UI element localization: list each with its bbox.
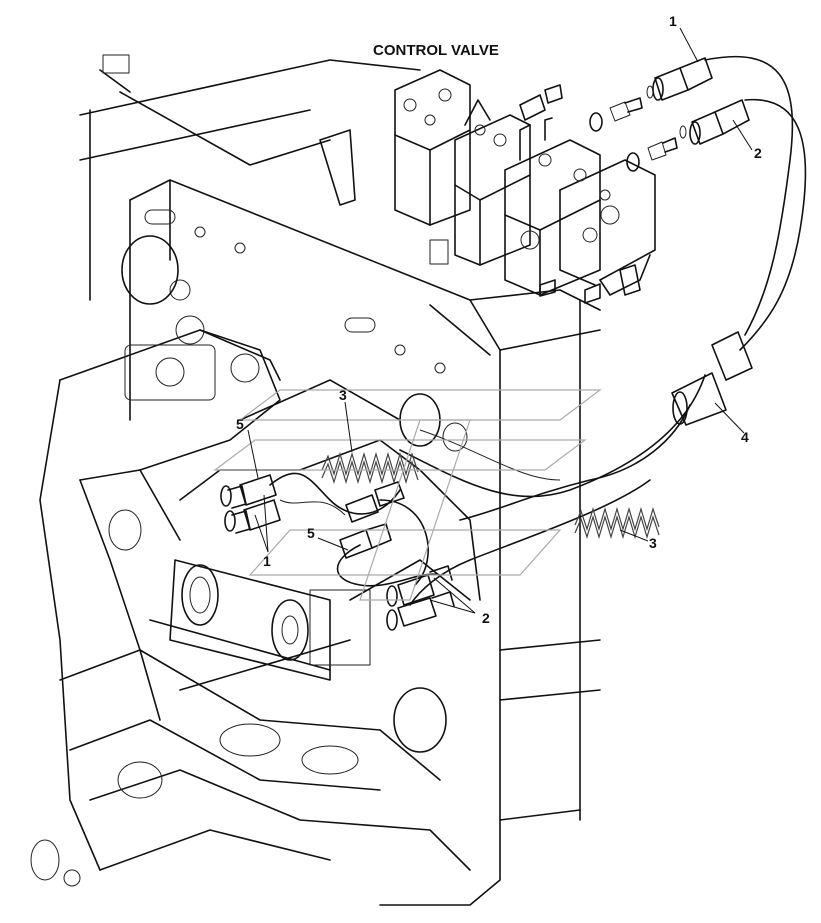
control-valve [394,69,656,304]
hoses [269,55,807,606]
spring-guard-left [321,451,419,485]
spring-guard-right [574,506,660,540]
callout-5-left: 5 [236,416,244,432]
callout-1-top: 1 [669,13,677,29]
leader-lines [247,27,753,614]
chassis-frame [30,54,601,906]
coupler-4 [671,331,753,426]
callout-2-top: 2 [754,145,762,161]
watermark-logo [213,389,602,601]
diagram-title: CONTROL VALVE [373,42,499,59]
callout-3-top: 3 [339,387,347,403]
callout-5-mid: 5 [307,525,315,541]
callout-3-right: 3 [649,535,657,551]
hose-fittings-top [652,57,750,145]
callout-4: 4 [741,429,749,445]
hose-fittings-lower [220,474,455,631]
callout-2-bottom: 2 [482,610,490,626]
callout-1-left: 1 [263,553,271,569]
valve-fittings [589,85,687,172]
